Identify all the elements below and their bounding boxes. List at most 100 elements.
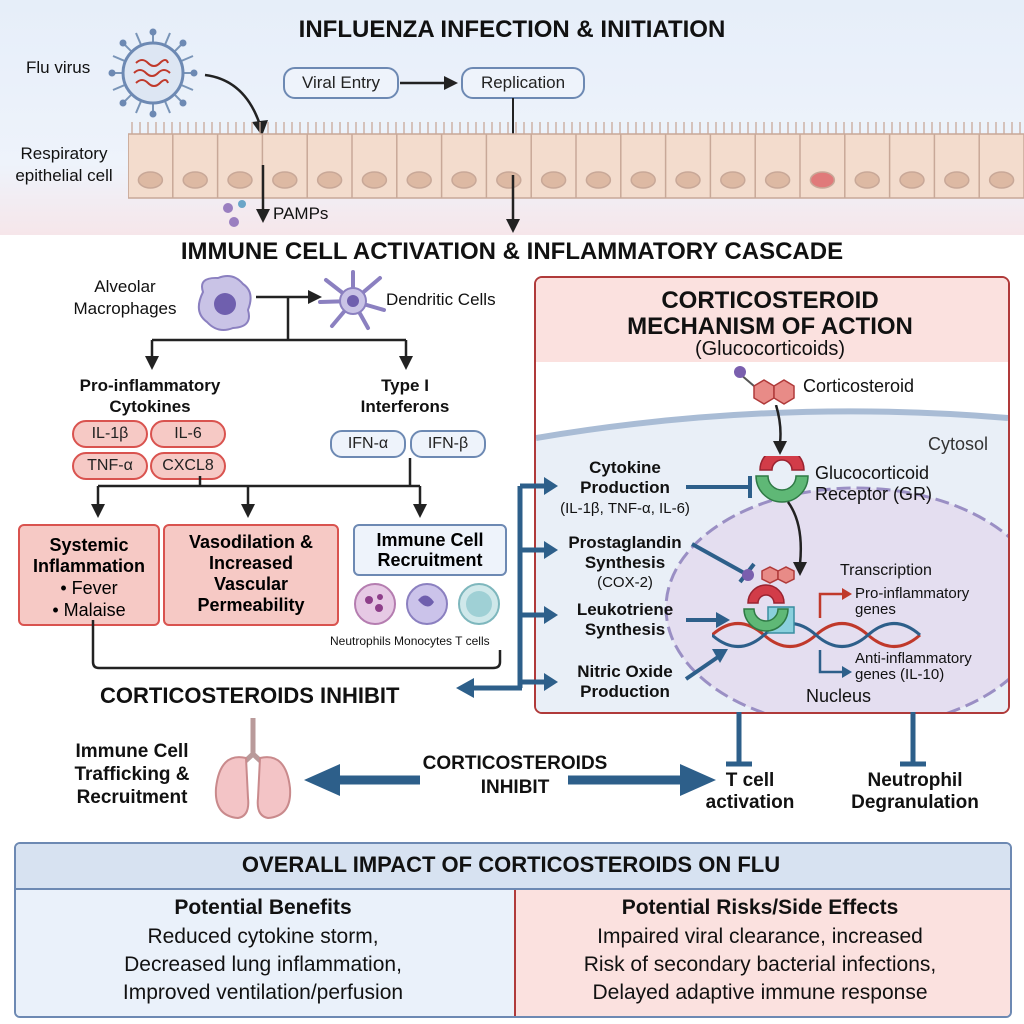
immune-cells-icons	[354, 583, 500, 625]
cytokine-tnfa: TNF-α	[72, 452, 148, 480]
lower-inhibit-label: CORTICOSTEROIDS INHIBIT	[422, 753, 608, 798]
prostaglandin-sub: (COX-2)	[597, 574, 653, 591]
macrophage-to-dendritic-arrow	[256, 290, 322, 304]
dendritic-cells-label: Dendritic Cells	[386, 290, 496, 309]
tcell-activation-label: T cell activation	[705, 770, 795, 813]
macrophages-label: Alveolar Macrophages	[73, 277, 177, 318]
cytokine-inhibit-bar	[686, 476, 752, 498]
cell-nucleus	[899, 171, 925, 189]
tcell-inhibit-bar	[726, 712, 752, 767]
cell-nucleus	[854, 171, 880, 189]
cytokine-il1b: IL-1β	[72, 420, 148, 448]
cell-nucleus	[675, 171, 701, 189]
cell-nucleus	[137, 171, 164, 189]
gr-to-nucleus-arrow	[786, 501, 807, 576]
cell-nucleus	[988, 171, 1015, 189]
cell-nucleus	[361, 171, 388, 189]
cell-nucleus	[496, 171, 522, 189]
prostaglandin-title: Prostaglandin Synthesis	[568, 533, 682, 572]
mechanism-title-2: MECHANISM OF ACTION	[627, 313, 913, 340]
pamps-dots-icon	[223, 200, 246, 227]
branch-connector	[145, 296, 413, 370]
replication-arrow-down	[506, 175, 520, 233]
pro-genes-arrow	[818, 588, 852, 618]
inhibit-bracket	[91, 620, 502, 670]
cytokine-il6: IL-6	[150, 420, 226, 448]
infection-title: INFLUENZA INFECTION & INITIATION	[298, 16, 726, 43]
mechanism-title-1: CORTICOSTEROID	[661, 287, 879, 314]
dendritic-cell-icon	[318, 270, 386, 330]
cell-nucleus	[227, 171, 253, 189]
type1-interferons-title: Type I Interferons	[360, 376, 450, 416]
ifn-alpha: IFN-α	[330, 430, 406, 458]
pro-inflammatory-title: Pro-inflammatory Cytokines	[79, 376, 221, 416]
neutrophil-degranulation-label: Neutrophil Degranulation	[851, 770, 979, 813]
vasodilation-box: Vasodilation & Increased Vascular Permea…	[163, 524, 339, 626]
steroid-to-gr-arrow	[773, 405, 787, 455]
inhibit-blue-connector	[456, 477, 558, 698]
systemic-title: Systemic Inflammation	[32, 535, 145, 576]
nitric-oxide-title: Nitric Oxide Production	[577, 662, 673, 701]
vaso-title: Vasodilation & Increased Vascular Permea…	[188, 532, 314, 615]
recruit-title: Immune Cell Recruitment	[376, 530, 484, 570]
lungs-icon	[214, 718, 292, 820]
trafficking-label: Immune Cell Trafficking & Recruitment	[74, 741, 190, 808]
neutrophil-inhibit-bar	[900, 712, 926, 767]
cytokine-cxcl8: CXCL8	[150, 452, 226, 480]
dna-icon	[712, 622, 921, 648]
macrophage-icon	[197, 275, 252, 331]
systemic-item-malaise: • Malaise	[52, 600, 126, 620]
viral-entry-box: Viral Entry	[283, 67, 399, 99]
cytosol-label: Cytosol	[928, 434, 989, 454]
corticosteroid-label: Corticosteroid	[803, 376, 915, 396]
cell-nucleus	[182, 171, 208, 189]
systemic-inflammation-box: Systemic Inflammation • Fever • Malaise	[18, 524, 160, 626]
risk-line-1: Impaired viral clearance, increased	[597, 925, 923, 948]
entry-to-replication-arrow	[400, 76, 458, 90]
impact-header	[16, 844, 1010, 890]
epithelial-label: Respiratory epithelial cell	[15, 144, 113, 185]
risks-title: Potential Risks/Side Effects	[621, 896, 899, 919]
cell-nucleus	[406, 171, 432, 189]
impact-title: OVERALL IMPACT OF CORTICOSTEROIDS ON FLU	[241, 852, 781, 877]
leukotriene-title: Leukotriene Synthesis	[576, 600, 674, 639]
risks-column	[514, 890, 1010, 1016]
cell-nucleus	[316, 171, 343, 189]
recruitment-box: Immune Cell Recruitment	[353, 524, 507, 576]
pamps-label: PAMPs	[273, 204, 329, 223]
anti-genes-arrow	[818, 650, 852, 678]
cell-nucleus	[540, 171, 567, 189]
leukotriene-arrow	[686, 612, 730, 628]
cell-nucleus	[809, 171, 836, 189]
epithelial-cell-layer	[128, 122, 1024, 199]
mechanism-header	[536, 278, 1008, 362]
glucocorticoid-receptor-icon	[755, 456, 809, 503]
impact-panel	[14, 842, 1012, 1018]
ifn-beta: IFN-β	[410, 430, 486, 458]
flu-virus-icon	[108, 28, 198, 118]
gr-complex-icon	[742, 566, 795, 634]
mechanism-panel	[534, 276, 1010, 714]
pro-genes-label: Pro-inflammatory genes	[855, 585, 970, 618]
corticosteroid-molecule-icon	[734, 366, 795, 405]
anti-genes-label: Anti-inflammatory genes (IL-10)	[855, 650, 972, 683]
gr-label-1: Glucocorticoid	[815, 463, 930, 483]
benefit-line-1: Reduced cytokine storm,	[147, 925, 379, 948]
recruit-cells-label: Neutrophils Monocytes T cells	[330, 634, 490, 648]
outcome-connector	[91, 458, 427, 518]
benefit-line-2: Decreased lung inflammation,	[124, 953, 402, 976]
pamps-arrow	[256, 165, 270, 223]
cell-nucleus	[764, 171, 791, 189]
benefits-title: Potential Benefits	[174, 896, 352, 919]
cell-nucleus	[944, 171, 970, 189]
benefit-line-3: Improved ventilation/perfusion	[122, 981, 404, 1004]
cytosol-membrane	[536, 408, 1008, 712]
systemic-item-fever: • Fever	[60, 578, 118, 598]
inhibit-double-arrow	[304, 764, 716, 796]
cell-nucleus	[272, 171, 298, 189]
transcription-label: Transcription	[840, 562, 932, 579]
cytokine-production-title: Cytokine Production	[580, 458, 670, 497]
flu-virus-label: Flu virus	[26, 58, 91, 77]
cytokine-production-sub: (IL-1β, TNF-α, IL-6)	[560, 500, 690, 517]
cell-nucleus	[720, 171, 746, 189]
